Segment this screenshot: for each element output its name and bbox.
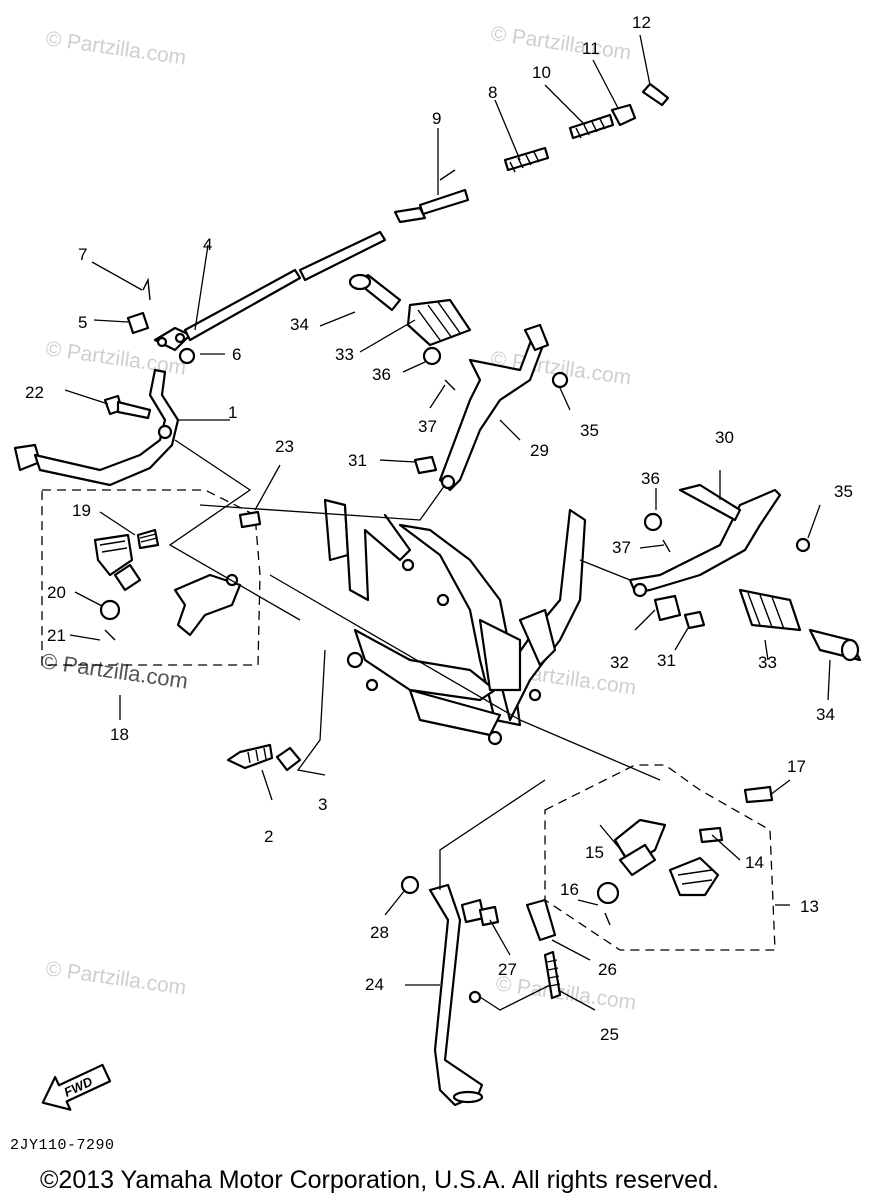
callout-37b: 37 — [612, 538, 631, 557]
callout-5: 5 — [78, 313, 87, 332]
shift-rod-assembly — [126, 82, 670, 365]
left-rider-footrest — [348, 273, 569, 492]
frame — [323, 498, 587, 746]
callout-2: 2 — [264, 827, 273, 846]
callout-35b: 35 — [834, 482, 853, 501]
right-footrest-group — [544, 764, 776, 951]
callout-35: 35 — [580, 421, 599, 440]
callout-37: 37 — [418, 417, 437, 436]
callout-17: 17 — [787, 757, 806, 776]
copyright-notice: ©2013 Yamaha Motor Corporation, U.S.A. A… — [40, 1166, 719, 1194]
callout-29: 29 — [530, 441, 549, 460]
callout-25: 25 — [600, 1025, 619, 1044]
callout-32: 32 — [610, 653, 629, 672]
callout-36b: 36 — [641, 469, 660, 488]
callout-4: 4 — [203, 235, 212, 254]
watermark-prominent: © Partzilla.com — [39, 648, 189, 693]
callout-7: 7 — [78, 245, 87, 264]
callout-14: 14 — [745, 853, 764, 872]
callout-11: 11 — [582, 39, 600, 58]
callout-9: 9 — [432, 109, 441, 128]
callout-22: 22 — [25, 383, 44, 402]
callout-15: 15 — [585, 843, 604, 862]
callout-16: 16 — [560, 880, 579, 899]
callout-36: 36 — [372, 365, 391, 384]
callout-23: 23 — [275, 437, 294, 456]
callout-31: 31 — [348, 451, 367, 470]
callout-20: 20 — [47, 583, 66, 602]
callout-33: 33 — [335, 345, 354, 364]
right-rider-footrest — [628, 483, 862, 662]
callout-33b: 33 — [758, 653, 777, 672]
diagram-code: 2JY110-7290 — [10, 1137, 115, 1154]
callout-13: 13 — [800, 897, 819, 916]
callout-8: 8 — [488, 83, 497, 102]
callout-26: 26 — [598, 960, 617, 979]
sidestand-assembly — [226, 743, 562, 1107]
watermark: © Partzilla.com — [44, 957, 187, 999]
callout-3: 3 — [318, 795, 327, 814]
callout-18: 18 — [110, 725, 129, 744]
callout-6: 6 — [232, 345, 241, 364]
brake-pedal — [13, 368, 180, 487]
callout-27: 27 — [498, 960, 517, 979]
callout-1: 1 — [228, 403, 237, 422]
leader-lines — [64, 34, 831, 1011]
callout-34: 34 — [290, 315, 309, 334]
callout-30: 30 — [715, 428, 734, 447]
callout-10: 10 — [532, 63, 551, 82]
callout-24: 24 — [365, 975, 384, 994]
fwd-arrow-icon: FWD — [41, 1063, 112, 1111]
left-footrest-group — [41, 489, 262, 666]
callout-31b: 31 — [657, 651, 676, 670]
callout-21: 21 — [47, 626, 66, 645]
callout-12: 12 — [632, 13, 651, 32]
callout-34b: 34 — [816, 705, 835, 724]
callout-numbers: 1 2 3 4 5 6 7 8 9 10 11 12 13 14 15 16 1… — [25, 13, 853, 1044]
callout-19: 19 — [72, 501, 91, 520]
callout-28: 28 — [370, 923, 389, 942]
watermark: © Partzilla.com — [489, 22, 632, 64]
watermark: © Partzilla.com — [44, 27, 187, 69]
